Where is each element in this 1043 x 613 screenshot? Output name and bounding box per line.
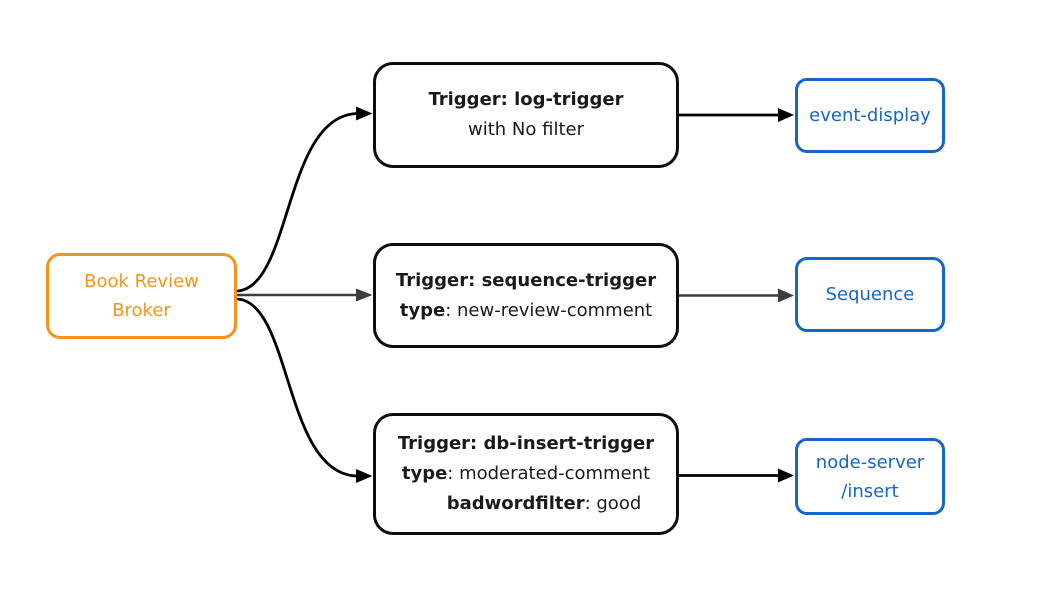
edge-broker-to-db-insert-trigger bbox=[236, 297, 359, 478]
trigger-label-bold: Trigger: log-trigger bbox=[428, 89, 624, 110]
trigger-label-line: Trigger: log-trigger bbox=[428, 85, 623, 115]
trigger-label-line: with No filter bbox=[468, 115, 584, 145]
trigger-label-bold: type bbox=[399, 299, 446, 321]
trigger-label-text: : moderated-comment bbox=[447, 463, 651, 484]
trigger-label-line: type: new-review-comment bbox=[400, 296, 652, 326]
node-sink-sequence: Sequence bbox=[795, 257, 945, 332]
node-trigger-log: Trigger: log-trigger with No filter bbox=[373, 62, 679, 168]
trigger-label-bold: Trigger: sequence-trigger bbox=[395, 269, 657, 291]
node-sink-node-server-insert: node-server /insert bbox=[795, 438, 945, 515]
arrowhead-node-server bbox=[778, 468, 794, 483]
trigger-label-bold: badwordfilter bbox=[446, 493, 585, 514]
arrowhead-event-display bbox=[778, 108, 794, 122]
node-trigger-db-insert: Trigger: db-insert-trigger type: moderat… bbox=[373, 413, 679, 535]
node-sink-event-display: event-display bbox=[795, 78, 945, 153]
arrowhead-sequence bbox=[778, 288, 794, 303]
sink-label-line: node-server bbox=[815, 451, 925, 473]
sink-label-line: /insert bbox=[841, 480, 899, 502]
node-broker: Book Review Broker bbox=[46, 253, 237, 339]
sink-label-line: event-display bbox=[809, 105, 931, 126]
trigger-label-bold: type bbox=[401, 463, 448, 484]
trigger-label-line: Trigger: db-insert-trigger bbox=[398, 429, 654, 459]
trigger-label-text: : good bbox=[584, 493, 642, 514]
node-trigger-sequence: Trigger: sequence-trigger type: new-revi… bbox=[373, 243, 679, 348]
broker-label-line: Book Review bbox=[84, 271, 199, 292]
trigger-label-text: with No filter bbox=[468, 119, 584, 140]
trigger-label-text: : new-review-comment bbox=[445, 299, 653, 321]
trigger-label-line: Trigger: sequence-trigger bbox=[396, 266, 656, 296]
arrowhead-db-insert-trigger bbox=[356, 469, 373, 483]
trigger-label-line: type: moderated-comment bbox=[402, 459, 650, 489]
arrowhead-sequence-trigger bbox=[356, 288, 373, 302]
broker-label-line: Broker bbox=[112, 300, 171, 321]
sink-label-line: Sequence bbox=[825, 284, 915, 305]
trigger-label-bold: Trigger: db-insert-trigger bbox=[397, 433, 655, 454]
arrowhead-log-trigger bbox=[356, 106, 373, 121]
edge-broker-to-log-trigger bbox=[236, 112, 359, 293]
trigger-label-line: badwordfilter: good bbox=[447, 489, 642, 519]
